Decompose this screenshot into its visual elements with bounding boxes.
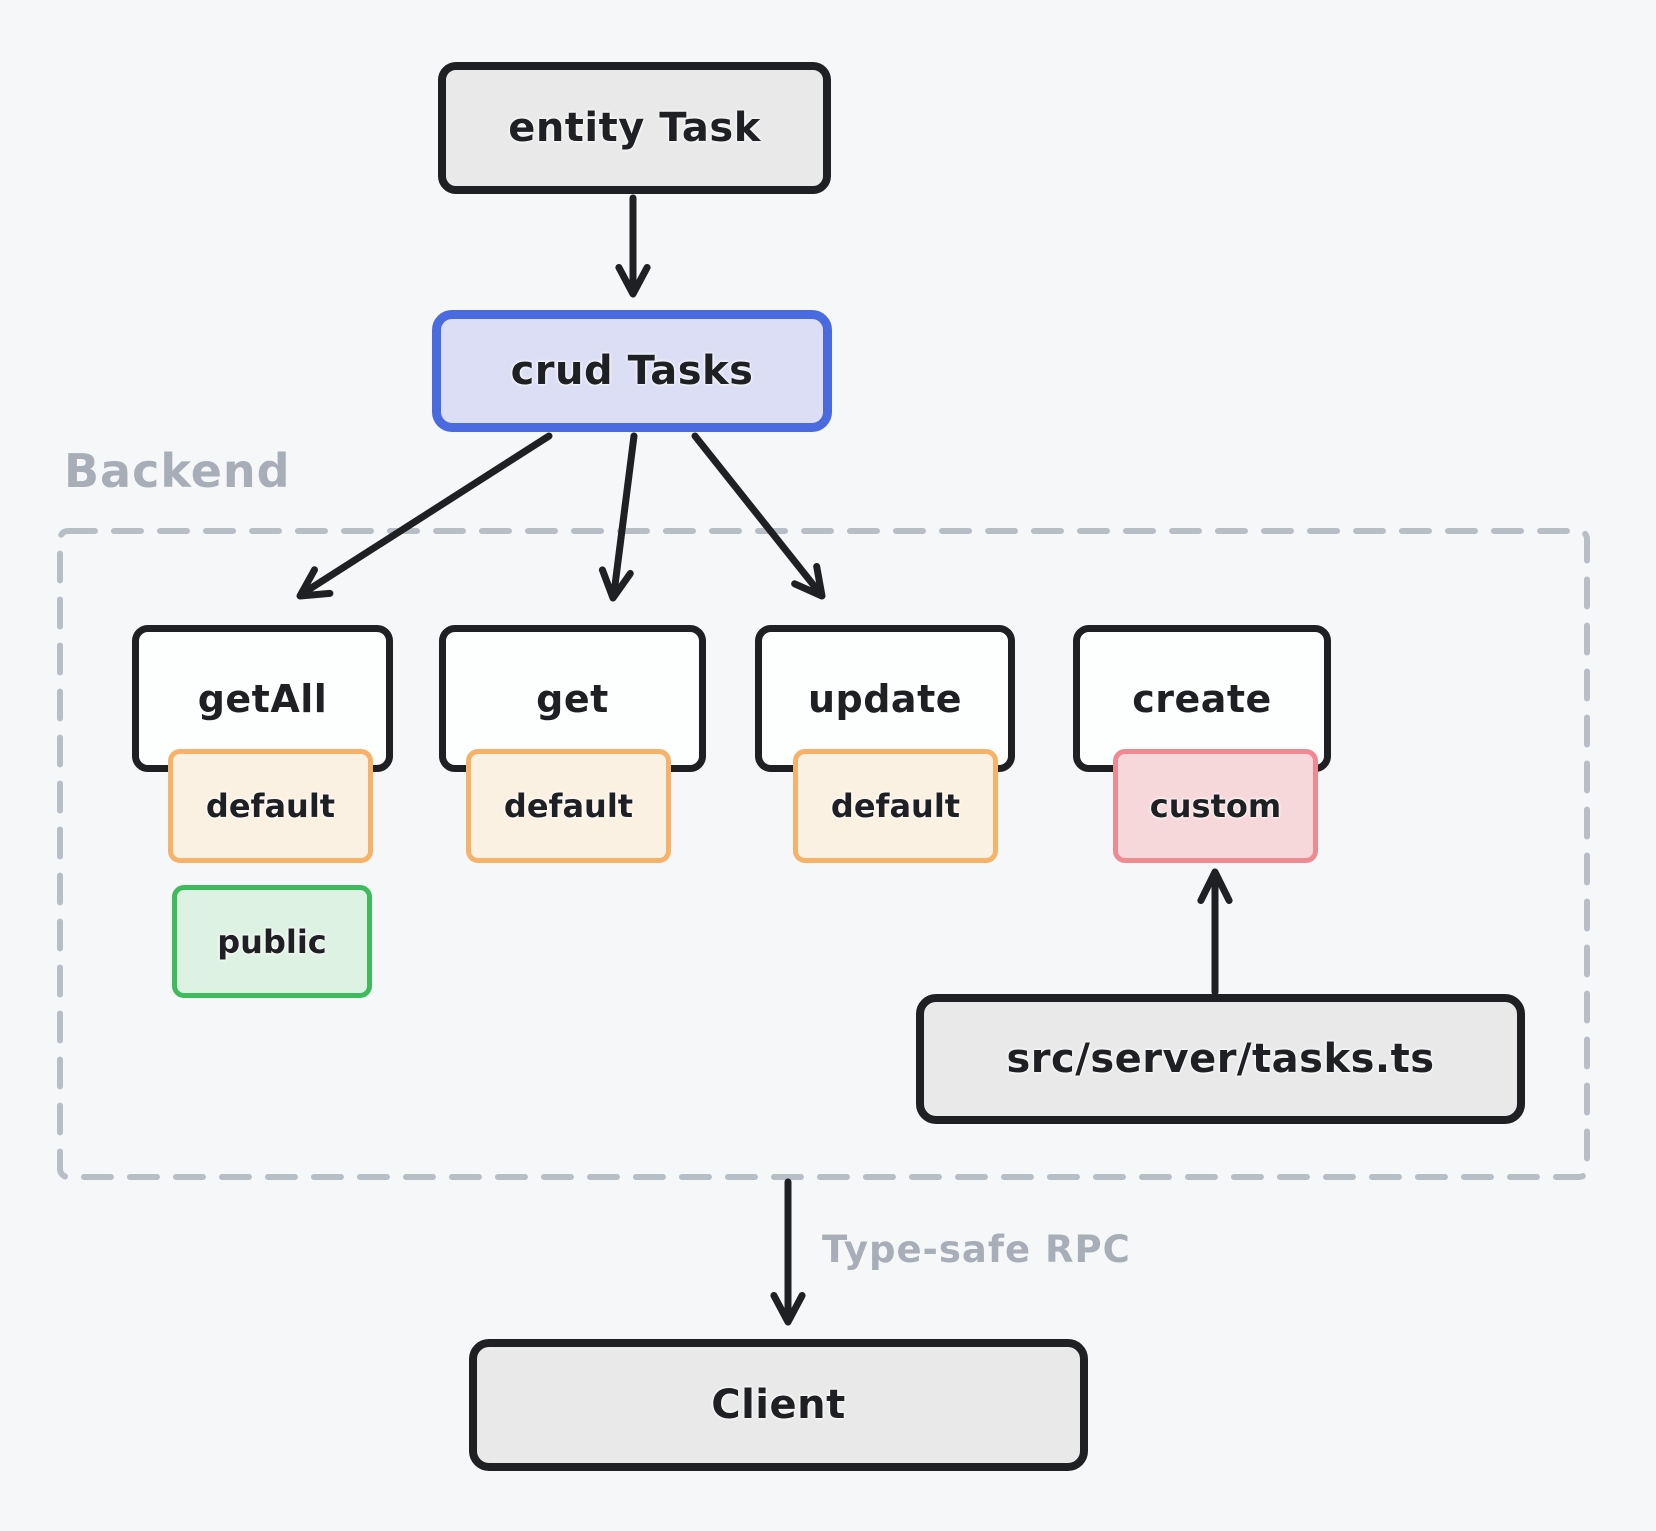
badge-getall-default: default bbox=[168, 749, 373, 863]
node-getall: getAll bbox=[132, 625, 393, 772]
arrow-crud-to-getall bbox=[296, 432, 553, 600]
badge-create-custom: custom bbox=[1113, 749, 1318, 863]
node-client: Client bbox=[469, 1339, 1088, 1471]
arrow-crud-to-get bbox=[598, 432, 638, 602]
badge-getall-public: public bbox=[172, 885, 372, 998]
type-safe-rpc-label: Type-safe RPC bbox=[822, 1228, 1131, 1271]
backend-region-label: Backend bbox=[64, 444, 291, 498]
node-entity-task: entity Task bbox=[438, 62, 831, 194]
badge-update-default: default bbox=[793, 749, 998, 863]
badge-get-default: default bbox=[466, 749, 671, 863]
arrow-crud-to-update bbox=[691, 432, 826, 600]
arrow-entity-to-crud bbox=[615, 194, 651, 298]
node-server-file: src/server/tasks.ts bbox=[916, 994, 1525, 1124]
arrow-serverfile-to-custom bbox=[1197, 868, 1233, 996]
node-update: update bbox=[755, 625, 1015, 772]
node-crud-tasks: crud Tasks bbox=[432, 310, 832, 432]
arrow-backend-to-client bbox=[770, 1178, 806, 1326]
